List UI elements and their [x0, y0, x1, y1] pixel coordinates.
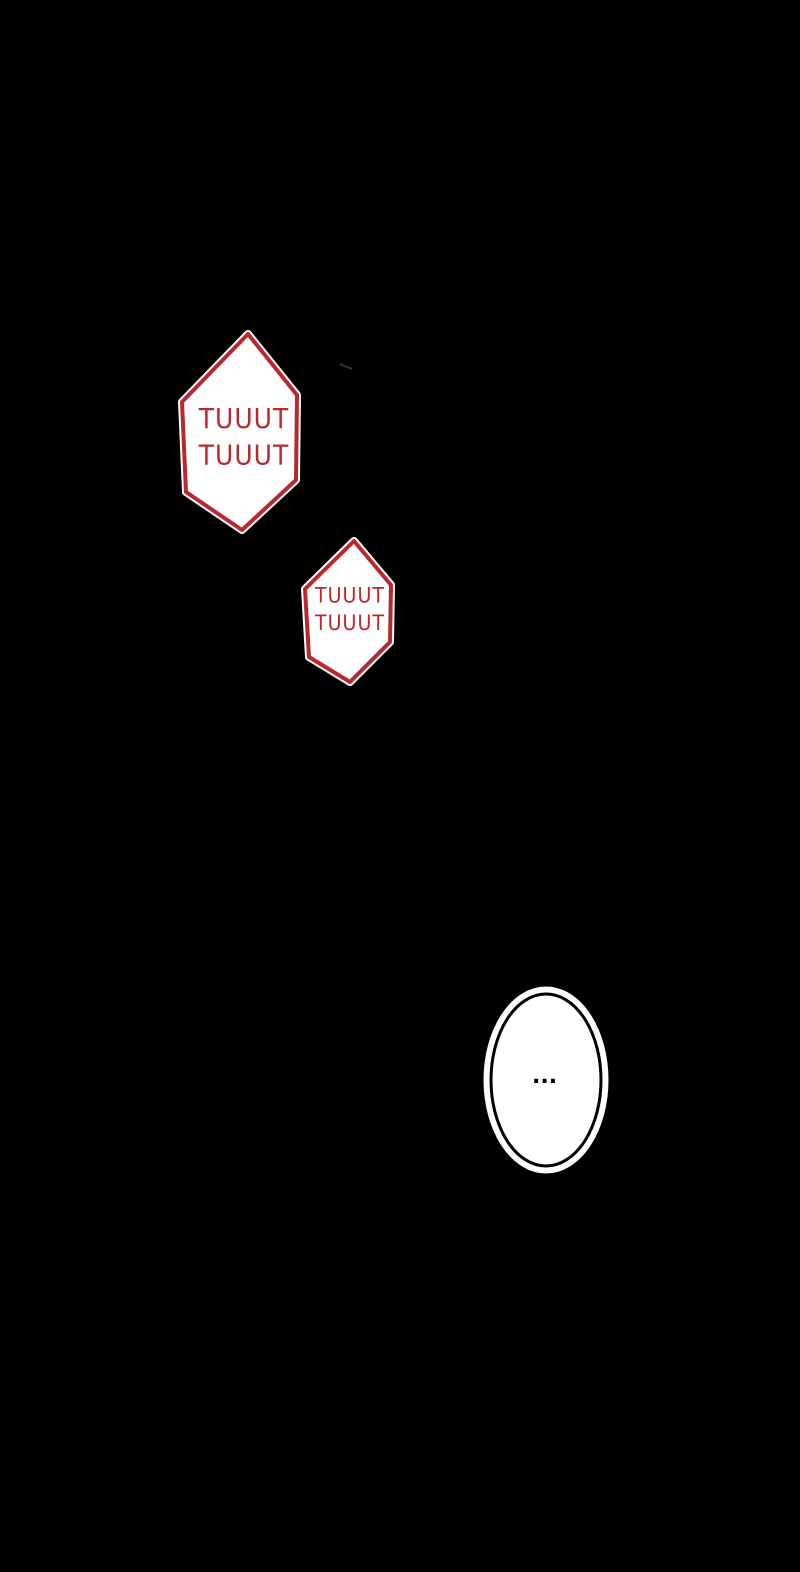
sfx-line: TUUUT: [198, 438, 290, 471]
sfx-text-large: TUUUT TUUUT: [196, 402, 292, 474]
sfx-line: TUUUT: [198, 402, 290, 435]
sfx-line: TUUUT: [315, 610, 385, 635]
speech-bubble-text: ...: [532, 1064, 558, 1089]
sfx-text-small: TUUUT TUUUT: [310, 583, 390, 637]
stray-mark: [339, 363, 353, 370]
sfx-line: TUUUT: [315, 583, 385, 608]
